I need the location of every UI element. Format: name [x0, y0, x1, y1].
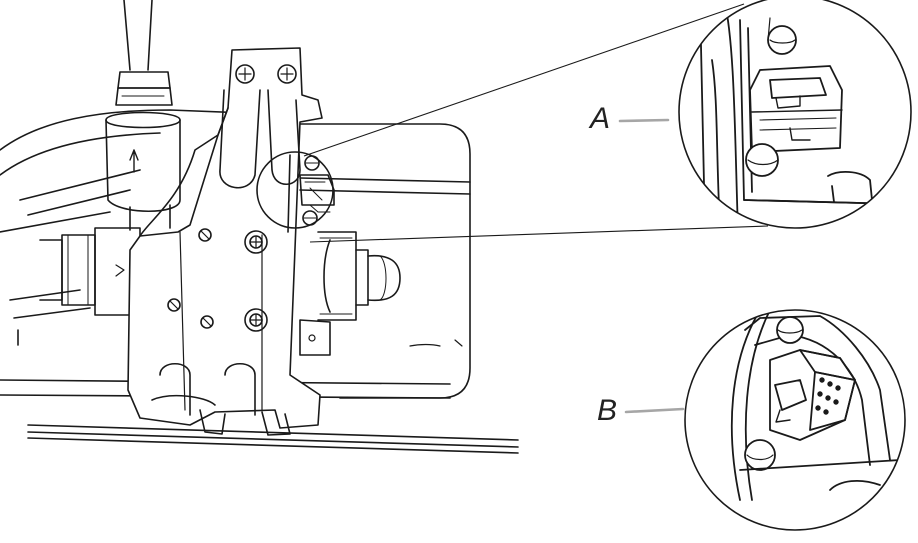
mounting-bracket	[127, 47, 323, 436]
small-switch-detail	[256, 151, 335, 233]
leader-line-b	[624, 407, 685, 414]
leader-line-a	[618, 118, 670, 123]
detail-circle-a	[678, 0, 912, 229]
supply-tube	[105, 0, 181, 231]
outlet-fitting	[299, 231, 401, 356]
detail-circle-b	[684, 309, 906, 531]
callout-label-b: B	[597, 394, 618, 427]
inlet-fitting	[39, 227, 141, 316]
callout-label-a: A	[590, 102, 611, 135]
leader-lines	[618, 118, 685, 414]
bracket-screws	[167, 64, 297, 332]
projection-lines	[303, 3, 769, 243]
cover-plate	[299, 123, 471, 399]
